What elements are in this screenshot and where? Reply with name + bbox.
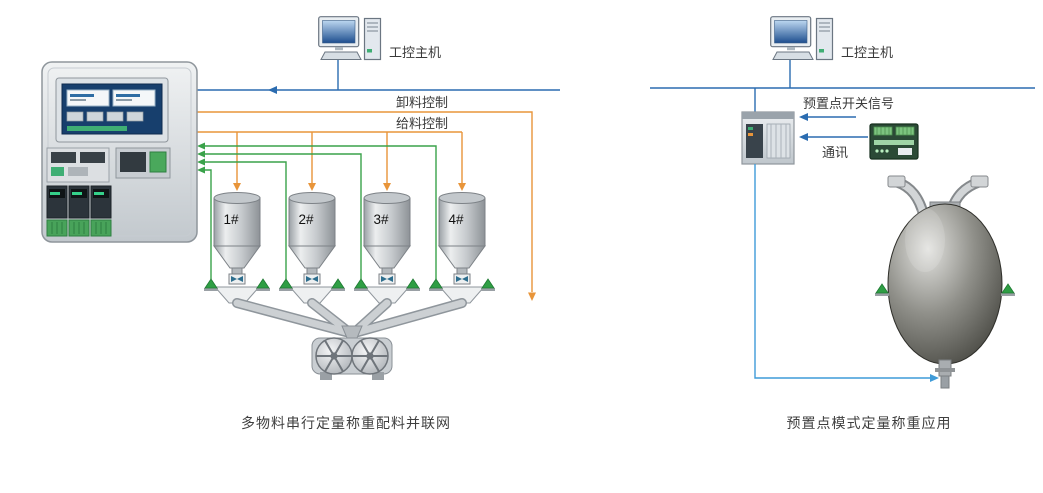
preset-switch-signal-label: 预置点开关信号	[803, 96, 894, 111]
feed-arrow-icon	[383, 183, 391, 191]
right-diagram: 工控主机 预置点开关信号	[650, 16, 1035, 431]
tank	[874, 175, 1016, 389]
loadcell-icon	[330, 278, 346, 292]
loadcell-icon	[874, 283, 890, 297]
weigh-funnel-3	[353, 278, 421, 304]
computer-label: 工控主机	[841, 45, 893, 60]
plc-controller	[741, 111, 795, 165]
network-lines-left	[197, 60, 560, 94]
loadcell-icon	[480, 278, 496, 292]
hopper-2: 2#	[288, 192, 336, 285]
discharge-control-label: 卸料控制	[396, 95, 448, 110]
comm-module	[869, 123, 919, 160]
weigh-funnel-4	[428, 278, 496, 304]
mixer	[311, 325, 393, 380]
discharge-arrow-icon	[528, 292, 536, 301]
comm-arrow-icon	[799, 133, 808, 141]
hopper-4: 4#	[438, 192, 486, 285]
left-diagram: 工控主机 卸料控制 给料控制	[41, 16, 560, 431]
chutes	[232, 298, 467, 337]
right-caption: 预置点模式定量称重应用	[787, 415, 952, 431]
controller-to-tank-line	[754, 164, 939, 382]
io-module	[115, 147, 171, 179]
weight-signal-lines-left	[197, 142, 437, 279]
hopper-label: 1#	[223, 212, 239, 227]
feed-arrow-icon	[308, 183, 316, 191]
weight-arrow-icon	[197, 166, 205, 174]
hmi-display	[55, 77, 169, 143]
network-lines-right	[650, 60, 1035, 112]
loadcell-icon	[1000, 283, 1016, 297]
hopper-label: 3#	[373, 212, 389, 227]
computer-label: 工控主机	[389, 45, 441, 60]
weight-arrow-icon	[197, 150, 205, 158]
loadcell-icon	[278, 278, 294, 292]
relay-module	[46, 147, 110, 183]
loadcell-icon	[203, 278, 219, 292]
loadcell-icon	[353, 278, 369, 292]
hopper-label: 4#	[448, 212, 464, 227]
computer-icon	[770, 16, 834, 61]
tank-arrow-icon	[930, 374, 939, 382]
weight-arrow-icon	[197, 142, 205, 150]
hopper-label: 2#	[298, 212, 314, 227]
comm-label: 通讯	[822, 145, 848, 160]
loadcell-icon	[255, 278, 271, 292]
feed-arrow-icon	[233, 183, 241, 191]
signal-arrows	[799, 113, 868, 141]
feed-arrow-icon	[458, 183, 466, 191]
control-lines-left	[197, 111, 536, 301]
weight-arrow-icon	[197, 158, 205, 166]
left-caption: 多物料串行定量称重配料并联网	[241, 415, 451, 431]
control-cabinet	[41, 61, 198, 243]
loadcell-icon	[405, 278, 421, 292]
signal-arrow-icon	[799, 113, 808, 121]
hopper-3: 3#	[363, 192, 411, 285]
loadcell-icon	[428, 278, 444, 292]
computer-icon	[318, 16, 382, 61]
network-arrow-icon	[268, 86, 277, 94]
feeding-control-label: 给料控制	[396, 116, 448, 131]
hopper-1: 1#	[213, 192, 261, 285]
weighing-meters	[46, 185, 112, 237]
